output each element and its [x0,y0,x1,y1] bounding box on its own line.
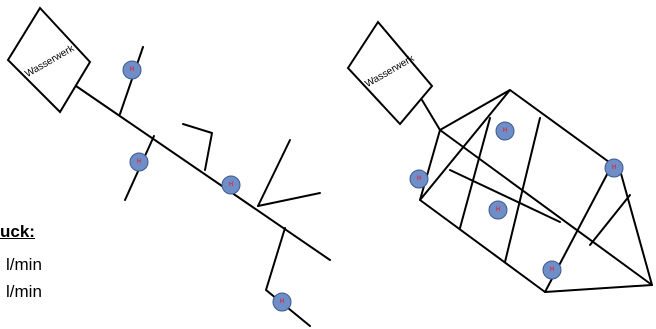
house-icon [542,260,562,280]
pipe-branch-hook [182,123,213,171]
house-symbol: H [417,176,421,182]
house-symbol: H [550,267,554,273]
house-icon [495,121,515,141]
house-icon [129,152,149,172]
house-marker-branched-4: H [272,292,292,312]
flow-unit-label-1: l/min [6,255,42,274]
house-symbol: H [280,299,284,305]
house-marker-meshed-4: H [488,200,508,220]
house-marker-branched-2: H [129,152,149,172]
feed-pipe [421,99,441,131]
house-symbol: H [612,165,616,171]
house-icon [488,200,508,220]
pipe-branch-up [257,139,291,207]
pipe-branch-top [119,46,144,115]
house-marker-meshed-3: H [604,158,624,178]
house-marker-meshed-5: H [542,260,562,280]
meshed-network: Wasserwerk [346,20,653,293]
branched-network: Wasserwerk [6,6,331,327]
main-pipe [75,85,331,261]
mesh-outer-ring [419,89,653,293]
waterworks-box-branched [6,6,92,114]
waterworks-box-meshed [346,20,434,126]
mesh-cross-2 [459,117,491,229]
house-icon [122,60,142,80]
flow-unit-label-2: l/min [6,282,42,301]
house-symbol: H [496,207,500,213]
mesh-cross-5 [589,194,631,246]
pressure-heading: uck: [0,222,35,241]
pipe-branch-right [257,192,321,207]
house-icon [604,158,624,178]
house-symbol: H [503,128,507,134]
house-icon [221,175,241,195]
house-symbol: H [130,67,134,73]
house-icon [409,169,429,189]
mesh-horizontal [449,169,561,223]
house-symbol: H [229,182,233,188]
house-symbol: H [137,159,141,165]
pipe-branch-down [265,227,311,327]
house-icon [272,292,292,312]
mesh-cross-1 [419,89,511,201]
mesh-diagonal-main [439,129,653,286]
house-marker-branched-3: H [221,175,241,195]
house-marker-meshed-1: H [495,121,515,141]
mesh-cross-3 [504,117,541,263]
house-marker-branched-1: H [122,60,142,80]
house-marker-meshed-2: H [409,169,429,189]
